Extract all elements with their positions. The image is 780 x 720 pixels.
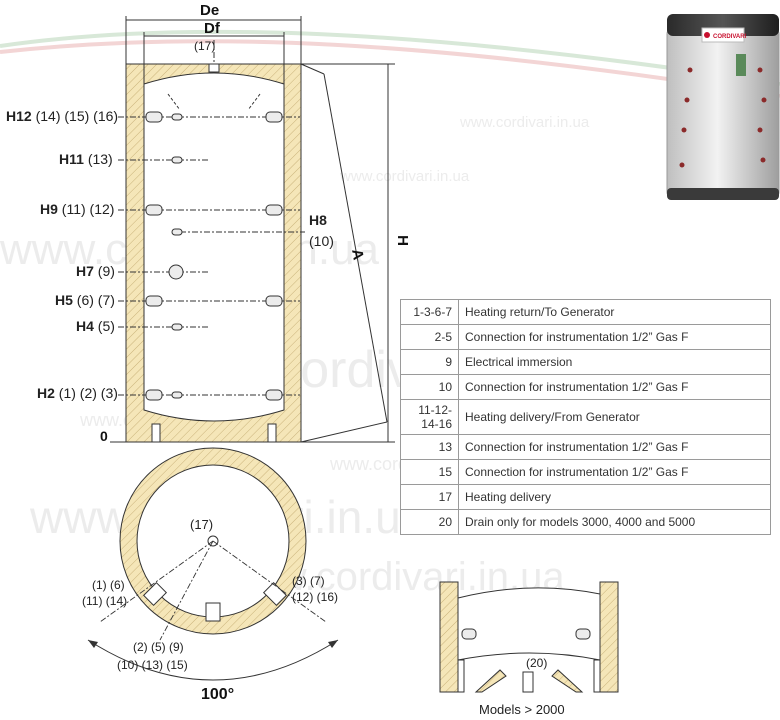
legend-description: Drain only for models 3000, 4000 and 500… [458, 509, 771, 535]
legend-code: 10 [400, 374, 459, 400]
legend-description: Connection for instrumentation 1/2” Gas … [458, 324, 771, 350]
dim-zero: 0 [100, 428, 108, 444]
legend-description: Electrical immersion [458, 349, 771, 375]
dim-de: De [200, 2, 220, 19]
legend-description: Connection for instrumentation 1/2” Gas … [458, 374, 771, 400]
level-h8-conns: (10) [309, 233, 334, 249]
plan-center-label: (17) [190, 517, 214, 532]
plan-left-top: (1) (6) [92, 578, 125, 592]
dimension-lines [110, 16, 395, 443]
detail-view [439, 581, 619, 693]
product-illustration [666, 14, 780, 200]
legend-description: Connection for instrumentation 1/2” Gas … [458, 434, 771, 460]
level-h12: H12 (14) (15) (16) [6, 108, 119, 124]
dim-h: H [393, 235, 411, 246]
legend-code: 13 [400, 434, 459, 460]
detail-caption: Models > 2000 [479, 702, 565, 717]
plan-right-bottom: (12) (16) [292, 590, 339, 604]
legend-code: 11-12-14-16 [400, 399, 459, 435]
plan-left-bottom: (11) (14) [82, 594, 128, 608]
plan-axes [99, 540, 327, 641]
decor-swoosh-green [0, 29, 780, 86]
detail-drain-label: (20) [526, 656, 548, 670]
dim-top-connection: (17) [194, 39, 216, 53]
level-lines [118, 116, 305, 396]
plan-bottom-top: (2) (5) (9) [133, 640, 184, 654]
level-h2: H2 (1) (2) (3) [37, 385, 118, 401]
dim-df: Df [204, 20, 220, 37]
level-h5: H5 (6) (7) [55, 292, 115, 308]
legend-description: Heating return/To Generator [458, 299, 771, 325]
level-h8: H8 [309, 212, 327, 228]
legend-description: Connection for instrumentation 1/2” Gas … [458, 459, 771, 485]
level-h7: H7 (9) [76, 263, 115, 279]
legend-code: 20 [400, 509, 459, 535]
plan-right-top: (3) (7) [292, 574, 325, 588]
brand-label: CORDIVARI [713, 34, 747, 40]
legend-description: Heating delivery/From Generator [458, 399, 771, 435]
legend-code: 9 [400, 349, 459, 375]
pipe-stubs [145, 111, 283, 401]
level-h9: H9 (11) (12) [40, 201, 115, 217]
decor-swoosh-red [0, 39, 780, 98]
plan-angle: 100° [201, 686, 235, 703]
angle-arc [87, 639, 339, 681]
plan-bottom-bottom: (10) (13) (15) [117, 658, 188, 672]
level-h11: H11 (13) [59, 151, 113, 167]
level-h4: H4 (5) [76, 318, 115, 334]
legend-code: 17 [400, 484, 459, 510]
legend-code: 15 [400, 459, 459, 485]
legend-description: Heating delivery [458, 484, 771, 510]
legend-code: 1-3-6-7 [400, 299, 459, 325]
legend-code: 2-5 [400, 324, 459, 350]
